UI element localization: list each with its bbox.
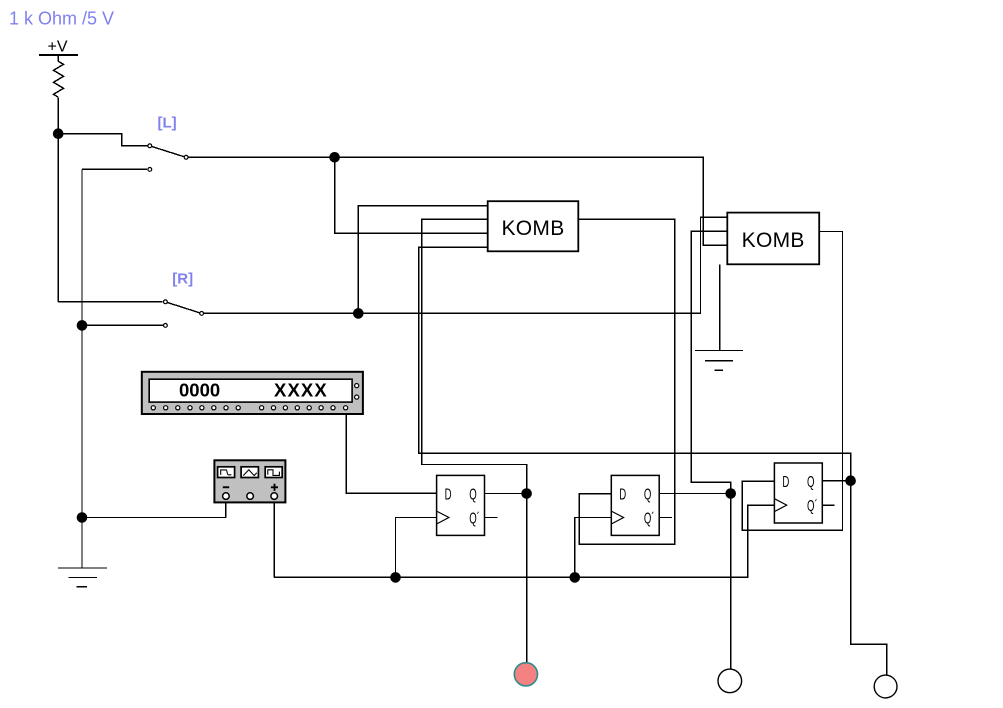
svg-text:D: D: [782, 473, 789, 491]
svg-text:D: D: [619, 485, 626, 503]
svg-text:D: D: [445, 485, 452, 503]
svg-text:1 k Ohm /5 V: 1 k Ohm /5 V: [9, 9, 114, 29]
svg-text:Q: Q: [807, 473, 814, 491]
svg-text:XXXX: XXXX: [274, 380, 328, 401]
svg-text:Q: Q: [644, 485, 651, 503]
svg-text:Q´: Q´: [807, 497, 818, 515]
svg-text:KOMB: KOMB: [742, 229, 805, 252]
svg-text:0000: 0000: [179, 380, 220, 401]
svg-text:Q´: Q´: [644, 509, 655, 527]
svg-text:[R]: [R]: [172, 270, 193, 287]
svg-text:+V: +V: [48, 38, 68, 55]
svg-text:[L]: [L]: [158, 115, 177, 132]
svg-text:KOMB: KOMB: [501, 217, 564, 240]
svg-text:Q´: Q´: [469, 509, 480, 527]
svg-text:Q: Q: [469, 485, 476, 503]
